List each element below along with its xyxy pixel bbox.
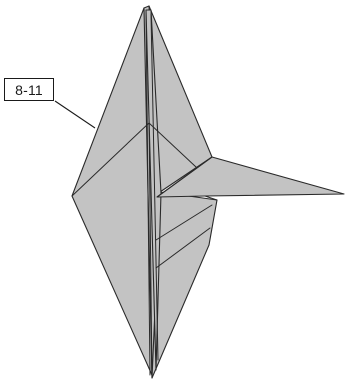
step-label: 8-11 [4,78,54,101]
folded-model [72,6,344,378]
left-body-flap [72,8,152,375]
leader-line [55,101,95,128]
